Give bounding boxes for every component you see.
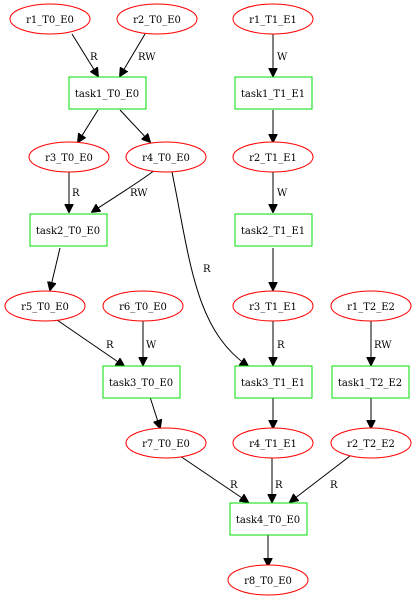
node-label: task1_T2_E2 <box>338 378 402 389</box>
edge-r7_T0_E0-task4_T0_E0: R <box>179 455 248 502</box>
node-r2_T1_E1: r2_T1_E1 <box>232 141 314 173</box>
edge-r1_T1_E1-task1_T1_E1: W <box>273 34 288 76</box>
edge-r2_T0_E0-task1_T0_E0: RW <box>120 33 156 76</box>
node-task1_T2_E2: task1_T2_E2 <box>331 365 410 399</box>
edge-r3_T0_E0-task2_T0_E0: R <box>69 171 80 212</box>
edge-label: R <box>230 480 238 491</box>
node-label: task1_T1_E1 <box>241 89 305 100</box>
node-task1_T1_E1: task1_T1_E1 <box>234 76 313 110</box>
node-label: r6_T0_E0 <box>119 302 167 313</box>
edge-task1_T0_E0-r3_T0_E0 <box>78 109 99 142</box>
node-label: r2_T0_E0 <box>133 15 181 26</box>
node-label: r1_T0_E0 <box>26 15 74 26</box>
edge-r4_T0_E0-task2_T0_E0: RW <box>92 169 156 212</box>
edge-label: W <box>146 340 157 351</box>
node-label: r3_T1_E1 <box>249 302 297 313</box>
edge-label: RW <box>138 52 156 63</box>
edge-label: R <box>275 480 283 491</box>
node-label: r1_T1_E1 <box>249 15 297 26</box>
node-label: r2_T1_E1 <box>249 153 297 164</box>
edge-r2_T2_E2-task4_T0_E0: R <box>290 455 351 502</box>
edge-r4_T0_E0-task3_T1_E1: R <box>171 171 248 366</box>
edge-label: W <box>277 188 288 199</box>
node-r8_T0_E0: r8_T0_E0 <box>227 564 309 596</box>
node-task3_T0_E0: task3_T0_E0 <box>102 365 181 399</box>
edge-task2_T0_E0-r5_T0_E0 <box>50 247 61 290</box>
node-label: r7_T0_E0 <box>142 439 190 450</box>
edge-task3_T0_E0-r7_T0_E0 <box>149 396 160 428</box>
node-r3_T0_E0: r3_T0_E0 <box>28 141 110 173</box>
edge-r6_T0_E0-task3_T0_E0: W <box>143 321 157 365</box>
node-task2_T0_E0: task2_T0_E0 <box>29 213 108 247</box>
edge-label: W <box>277 52 288 63</box>
edge-r1_T2_E2-task1_T2_E2: RW <box>371 321 392 365</box>
node-label: r2_T2_E2 <box>347 439 395 450</box>
node-label: r8_T0_E0 <box>244 576 292 587</box>
edge-label: RW <box>130 188 148 199</box>
node-task1_T0_E0: task1_T0_E0 <box>68 76 147 110</box>
edge-label: RW <box>374 340 392 351</box>
node-task2_T1_E1: task2_T1_E1 <box>234 213 313 247</box>
edge-r2_T1_E1-task2_T1_E1: W <box>273 171 288 212</box>
node-r6_T0_E0: r6_T0_E0 <box>102 290 184 322</box>
node-r3_T1_E1: r3_T1_E1 <box>232 290 314 322</box>
edge-task1_T0_E0-r4_T0_E0 <box>119 109 150 142</box>
edge-label: R <box>330 480 338 491</box>
edge-r4_T1_E1-task4_T0_E0: R <box>272 456 283 502</box>
node-r1_T2_E2: r1_T2_E2 <box>330 290 412 322</box>
node-r4_T0_E0: r4_T0_E0 <box>125 141 207 173</box>
node-label: task3_T1_E1 <box>241 378 305 389</box>
edge-label: R <box>203 264 211 275</box>
node-r1_T0_E0: r1_T0_E0 <box>9 3 91 35</box>
node-r4_T1_E1: r4_T1_E1 <box>232 427 314 459</box>
node-label: r3_T0_E0 <box>45 153 93 164</box>
node-label: task2_T1_E1 <box>241 226 305 237</box>
node-r7_T0_E0: r7_T0_E0 <box>125 427 207 459</box>
edge-label: R <box>106 340 114 351</box>
edge-label: R <box>277 340 285 351</box>
edge-label: R <box>72 188 80 199</box>
node-r1_T1_E1: r1_T1_E1 <box>232 3 314 35</box>
edge-r3_T1_E1-task3_T1_E1: R <box>273 321 285 365</box>
node-r2_T0_E0: r2_T0_E0 <box>116 3 198 35</box>
node-label: task2_T0_E0 <box>36 226 100 237</box>
node-label: task3_T0_E0 <box>109 378 173 389</box>
node-label: task1_T0_E0 <box>75 89 139 100</box>
edge-label: R <box>90 52 98 63</box>
edge-r5_T0_E0-task3_T0_E0: R <box>56 319 124 366</box>
node-task3_T1_E1: task3_T1_E1 <box>234 365 313 399</box>
node-r2_T2_E2: r2_T2_E2 <box>330 427 412 459</box>
node-label: r1_T2_E2 <box>347 302 395 313</box>
node-label: r4_T1_E1 <box>249 439 297 450</box>
node-label: task4_T0_E0 <box>236 515 300 526</box>
node-label: r4_T0_E0 <box>142 153 190 164</box>
node-task4_T0_E0: task4_T0_E0 <box>229 502 308 536</box>
node-label: r5_T0_E0 <box>21 302 69 313</box>
node-r5_T0_E0: r5_T0_E0 <box>4 290 86 322</box>
edge-r1_T0_E0-task1_T0_E0: R <box>71 33 98 76</box>
